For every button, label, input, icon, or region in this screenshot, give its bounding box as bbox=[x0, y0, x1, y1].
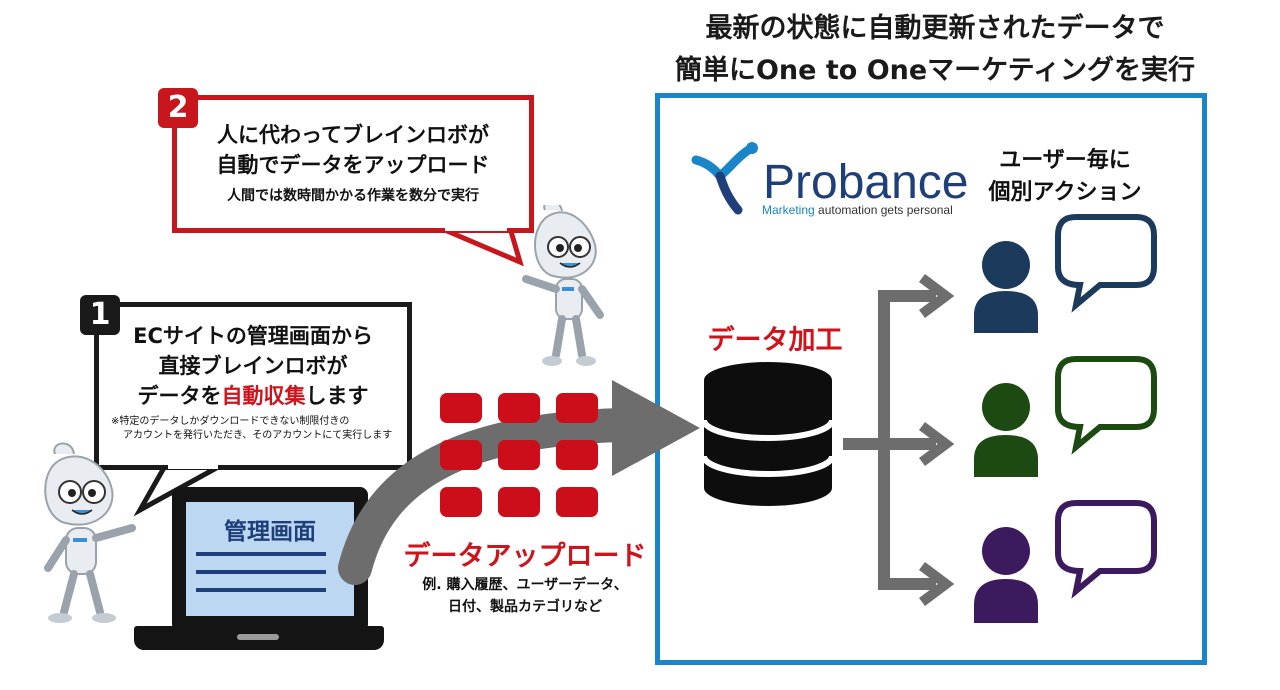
step1-line3: データを自動収集します bbox=[99, 381, 407, 411]
data-block bbox=[556, 440, 598, 470]
arrow-head-bottom bbox=[919, 562, 955, 606]
probance-logo-name: Probance bbox=[763, 156, 969, 209]
step1-line3-pre: データを bbox=[137, 384, 222, 408]
upload-examples: 例. 購入履歴、ユーザーデータ、 日付、製品カテゴリなど bbox=[380, 574, 670, 618]
step2-line1: 人に代わってブレインロボが bbox=[217, 123, 489, 147]
user-icons bbox=[974, 214, 1157, 623]
arrow-head-top bbox=[919, 274, 955, 318]
data-block bbox=[440, 487, 482, 517]
probance-logo-icon bbox=[691, 142, 758, 215]
headline-line2: 簡単にOne to Oneマーケティングを実行 bbox=[674, 55, 1196, 86]
upload-example-line1: 例. 購入履歴、ユーザーデータ、 bbox=[422, 577, 628, 593]
step1-line2: 直接ブレインロボが bbox=[158, 354, 348, 378]
step1-bubble: ECサイトの管理画面から 直接ブレインロボが データを自動収集します ※特定のデ… bbox=[94, 302, 412, 470]
probance-frame bbox=[655, 93, 1207, 665]
step2-bubble: 人に代わってブレインロボが 自動でデータをアップロード 人間では数時間かかる作業… bbox=[172, 95, 534, 233]
upload-example-line2: 日付、製品カテゴリなど bbox=[448, 599, 602, 615]
user-title-line2: 個別アクション bbox=[988, 180, 1142, 205]
probance-tagline: Marketing automation gets personal bbox=[762, 203, 953, 217]
data-block bbox=[440, 393, 482, 423]
bubble1-joint bbox=[168, 462, 218, 469]
branch-bottom bbox=[878, 578, 936, 590]
screen-line bbox=[196, 570, 326, 574]
laptop-screen bbox=[186, 502, 354, 616]
user-action-title: ユーザー毎に 個別アクション bbox=[955, 145, 1175, 209]
step1-line1: ECサイトの管理画面から bbox=[133, 324, 373, 348]
headline: 最新の状態に自動更新されたデータで 簡単にOne to Oneマーケティングを実… bbox=[645, 8, 1225, 92]
user-icon bbox=[974, 356, 1157, 477]
data-block bbox=[556, 393, 598, 423]
arrow-head-mid bbox=[919, 422, 955, 466]
step1-note-line2: アカウントを発行いただき、そのアカウントにて実行します bbox=[123, 430, 393, 441]
robot-mascot-bottom bbox=[44, 442, 136, 623]
data-block bbox=[498, 487, 540, 517]
screen-line bbox=[196, 588, 326, 592]
bubble2-joint bbox=[445, 224, 507, 231]
admin-screen-title: 管理画面 bbox=[224, 519, 316, 545]
step2-badge: 2 bbox=[158, 88, 198, 128]
robot-mascot-top bbox=[522, 205, 604, 366]
step2-sub: 人間では数時間かかる作業を数分で実行 bbox=[227, 188, 479, 204]
user-title-line1: ユーザー毎に bbox=[999, 148, 1131, 173]
step2-line2: 自動でデータをアップロード bbox=[216, 153, 490, 177]
branch-top bbox=[878, 290, 936, 302]
user-icon bbox=[974, 214, 1157, 333]
tagline-rest: automation gets personal bbox=[814, 203, 953, 217]
data-block bbox=[498, 440, 540, 470]
upload-arrow-head bbox=[612, 380, 700, 476]
data-block bbox=[440, 440, 482, 470]
data-block bbox=[498, 393, 540, 423]
step1-highlight: 自動収集 bbox=[221, 384, 306, 408]
step1-line3-post: します bbox=[305, 384, 369, 408]
processing-label: データ加工 bbox=[707, 325, 843, 356]
headline-line1: 最新の状態に自動更新されたデータで bbox=[705, 13, 1165, 44]
branch-mid bbox=[878, 438, 936, 450]
laptop-slot bbox=[237, 634, 279, 640]
step1-note-line1: ※特定のデータしかダウンロードできない制限付きの bbox=[111, 416, 350, 427]
screen-line bbox=[196, 552, 326, 556]
user-icon bbox=[974, 500, 1157, 623]
upload-label: データアップロード bbox=[403, 541, 647, 572]
step1-badge: 1 bbox=[80, 295, 120, 335]
data-block bbox=[556, 487, 598, 517]
tagline-highlight: Marketing bbox=[762, 203, 815, 217]
database-icon bbox=[702, 362, 834, 506]
